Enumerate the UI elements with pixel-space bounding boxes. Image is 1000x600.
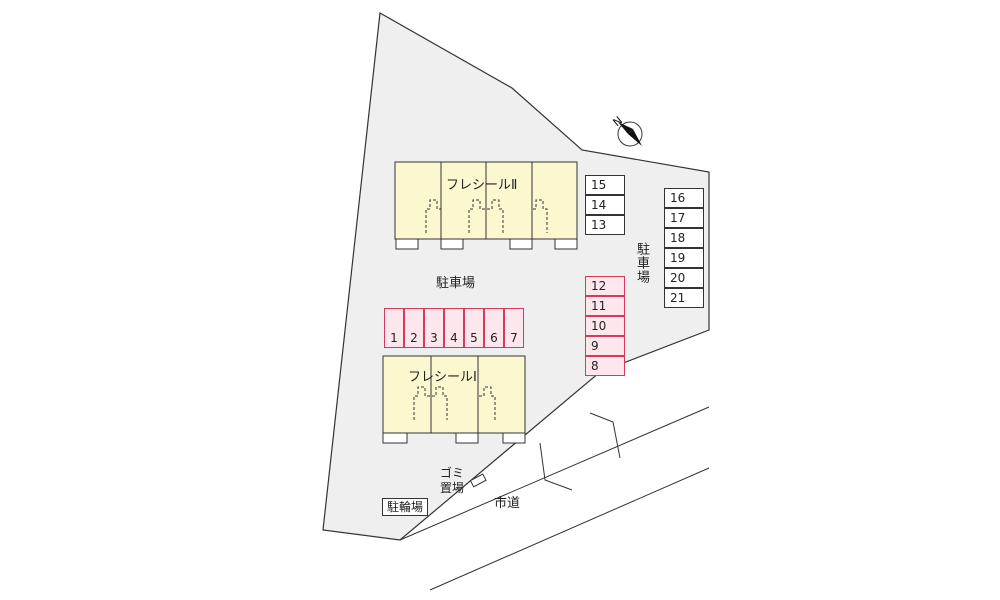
site-lot [322, 12, 710, 541]
parking-slot-pink: 3 [424, 308, 444, 348]
parking-slot-pink: 11 [585, 296, 625, 316]
parking-slot-pink: 10 [585, 316, 625, 336]
road-boundary [539, 442, 573, 491]
parking-slot: 20 [664, 268, 704, 288]
parking-slot: 18 [664, 228, 704, 248]
building-name-1: フレシールⅠ [408, 370, 477, 385]
garbage-area-mark [469, 473, 487, 488]
parking-slot-pink: 8 [585, 356, 625, 376]
road-boundary [589, 412, 621, 459]
road-label: 市道 [494, 496, 521, 511]
parking-slot: 17 [664, 208, 704, 228]
building-fresheal-2 [394, 161, 578, 250]
parking-slot: 15 [585, 175, 625, 195]
bicycle-parking-label: 駐輪場 [382, 498, 429, 516]
parking-slot: 13 [585, 215, 625, 235]
parking-slot-pink: 7 [504, 308, 524, 348]
parking-slot-pink: 2 [404, 308, 424, 348]
parking-slot: 19 [664, 248, 704, 268]
north-arrow-icon [617, 121, 643, 147]
parking-slot-pink: 5 [464, 308, 484, 348]
parking-slot-pink: 6 [484, 308, 504, 348]
parking-slot-pink: 1 [384, 308, 404, 348]
parking-slot: 14 [585, 195, 625, 215]
garbage-label: ゴミ置場 [440, 466, 465, 495]
building-name-2: フレシールⅡ [446, 178, 518, 193]
parking-slot: 16 [664, 188, 704, 208]
road-edge [429, 467, 710, 591]
building-fresheal-1 [382, 355, 526, 444]
parking-slot-pink: 12 [585, 276, 625, 296]
parking-label-right: 駐車場 [634, 242, 649, 284]
parking-slot: 21 [664, 288, 704, 308]
parking-slot-pink: 4 [444, 308, 464, 348]
road-edge [399, 406, 710, 541]
parking-slot-pink: 9 [585, 336, 625, 356]
parking-label: 駐車場 [436, 276, 476, 291]
